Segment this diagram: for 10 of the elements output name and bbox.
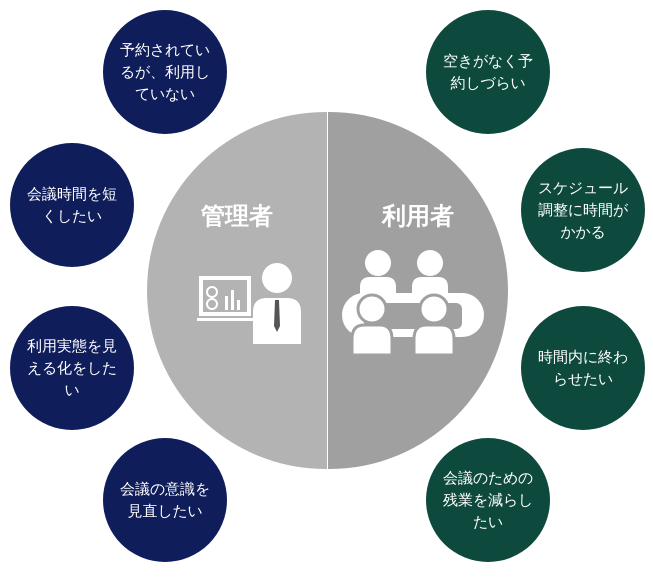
need-text: 会議の意識を見直したい [119, 479, 211, 522]
role-title: 管理者 [200, 201, 274, 232]
need-text: 空きがなく予約しづらい [442, 51, 534, 94]
need-text: 利用実態を見える化をしたい [26, 336, 118, 401]
role-title: 利用者 [380, 201, 455, 232]
need-text: 時間内に終わらせたい [537, 347, 629, 390]
need-text: 予約されているが、利用していない [119, 40, 211, 105]
need-text: 会議時間を短くしたい [26, 184, 118, 227]
need-text: 会議のための残業を減らしたい [442, 468, 534, 533]
need-text: スケジュール調整に時間がかかる [537, 178, 629, 243]
